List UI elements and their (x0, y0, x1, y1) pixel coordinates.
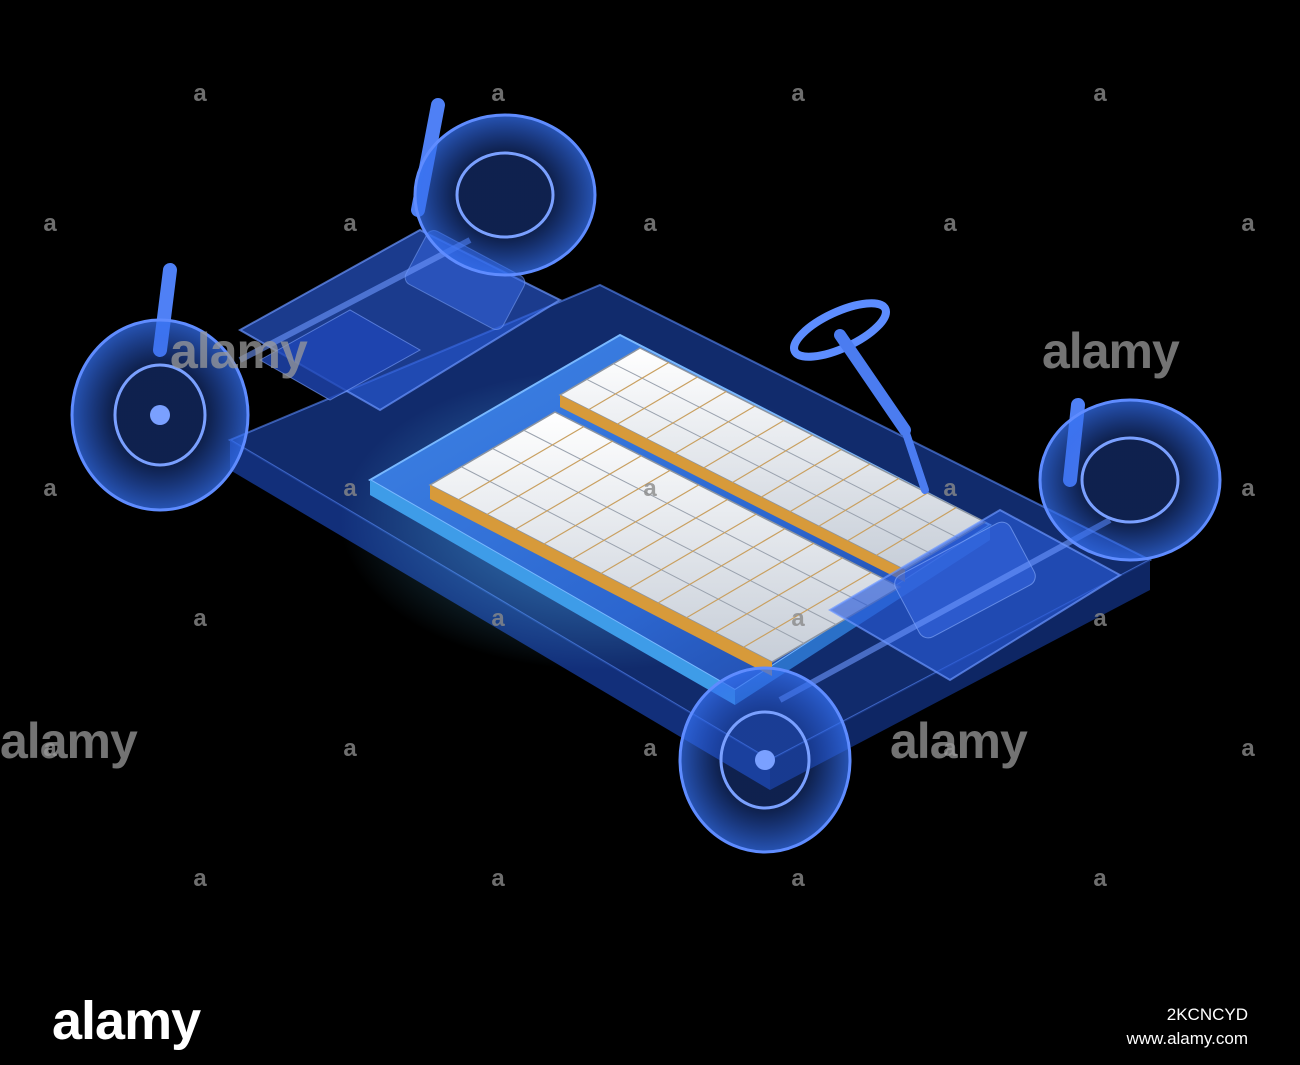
watermark-mark: a (943, 210, 957, 237)
wheel-rear-right (413, 113, 597, 277)
cell-row-divider (686, 542, 815, 619)
cell-row-divider (588, 361, 670, 411)
cell-row-divider (703, 419, 785, 469)
watermark-mark: a (491, 865, 505, 892)
watermark-logo: alamy (1042, 323, 1180, 379)
rear-drive-unit (237, 228, 563, 412)
watermark-mark: a (193, 865, 207, 892)
watermark-mark: a (43, 210, 57, 237)
watermark-mark: a (343, 735, 357, 762)
watermark-mark: a (43, 735, 57, 762)
watermark-mark: a (643, 735, 657, 762)
cell-row-divider (847, 492, 928, 542)
footer-bar (0, 985, 1300, 1065)
battery-cell-grid (458, 361, 959, 648)
source-url: www.alamy.com (1126, 1029, 1248, 1048)
front-drive-unit (778, 508, 1122, 703)
image-id: 2KCNCYD (1166, 1005, 1248, 1024)
cell-row-divider (486, 440, 613, 516)
cell-row-divider (458, 426, 585, 501)
watermark-mark: a (343, 210, 357, 237)
cell-row-divider (875, 506, 957, 556)
cell-row-divider (657, 528, 786, 604)
cell-row-divider (645, 390, 727, 440)
watermark-mark: a (791, 80, 805, 107)
cell-row-divider (732, 434, 813, 484)
cell-row-divider (515, 455, 642, 530)
cell-row-divider (543, 469, 671, 545)
cell-row-divider (572, 484, 700, 560)
watermark-mark: a (1241, 475, 1255, 502)
watermark-mark: a (791, 605, 805, 632)
watermark-mark: a (491, 605, 505, 632)
watermark-mark: a (943, 735, 957, 762)
wheel-front-left (678, 666, 852, 854)
watermark-mark: a (943, 475, 957, 502)
watermark-mark: a (193, 80, 207, 107)
watermark-mark: a (1241, 210, 1255, 237)
watermark-mark: a (643, 210, 657, 237)
watermark-mark: a (343, 475, 357, 502)
watermark-mark: a (1093, 865, 1107, 892)
watermark-mark: a (491, 80, 505, 107)
watermark-mark: a (1093, 605, 1107, 632)
wheel-rear-left (70, 318, 250, 512)
image-id-block: 2KCNCYD www.alamy.com (1126, 1003, 1248, 1051)
cell-row-divider (674, 405, 756, 454)
cell-row-divider (789, 463, 871, 513)
watermark-mark: a (193, 605, 207, 632)
cell-row-divider (617, 376, 698, 425)
watermark-mark: a (791, 865, 805, 892)
cell-row-divider (714, 557, 843, 634)
watermark-mark: a (1093, 80, 1107, 107)
cell-row-divider (743, 571, 872, 648)
cell-row-divider (629, 513, 757, 589)
cell-row-divider (760, 448, 842, 498)
watermark-mark: a (1241, 735, 1255, 762)
watermark-mark: a (43, 475, 57, 502)
watermark-logo: alamy (890, 713, 1028, 769)
cell-row-divider (600, 498, 728, 575)
watermark-logo: alamy (170, 323, 308, 379)
cell-row-divider (818, 477, 900, 527)
wheel-front-right (1038, 398, 1222, 562)
watermark-mark: a (643, 475, 657, 502)
steering-wheel-icon (790, 299, 929, 494)
alamy-logo: alamy (52, 991, 201, 1051)
watermark-logo: alamy (0, 713, 138, 769)
